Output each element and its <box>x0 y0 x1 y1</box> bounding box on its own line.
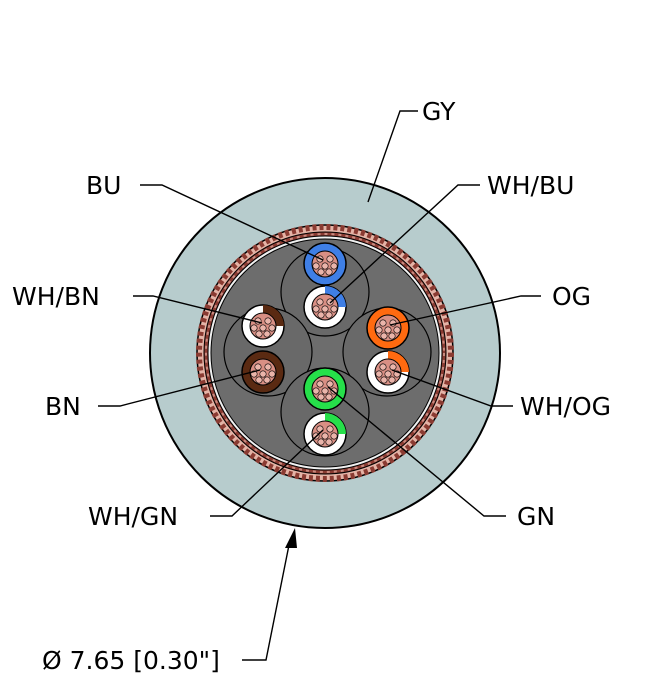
leader-diameter <box>242 539 291 661</box>
leader-bu <box>140 184 324 261</box>
leader-gn <box>327 386 506 517</box>
leader-lines <box>98 110 541 661</box>
label-wh-og: WH/OG <box>520 392 611 421</box>
leader-gy <box>367 110 418 203</box>
conductor-bn <box>241 350 285 394</box>
core-filler <box>210 238 440 468</box>
diameter-arrowhead <box>285 528 297 548</box>
label-diameter: Ø 7.65 [0.30"] <box>42 646 220 675</box>
leader-wh-bu <box>329 184 480 304</box>
conductor-og <box>366 306 410 350</box>
leader-wh-bn <box>133 295 263 324</box>
label-gn: GN <box>517 502 555 531</box>
conductor-bu <box>303 242 347 286</box>
label-bu: BU <box>86 171 121 200</box>
conductor-wh-bu <box>303 285 347 329</box>
label-wh-gn: WH/GN <box>88 502 178 531</box>
conductor-wh-bn <box>241 304 285 348</box>
conductor-wh-gn <box>303 412 347 456</box>
conductor-wh-og <box>366 350 410 394</box>
leader-og <box>389 295 541 326</box>
leader-bn <box>98 369 261 407</box>
leader-wh-og <box>391 369 513 407</box>
label-gy: GY <box>422 97 456 126</box>
conductor-gn <box>303 367 347 411</box>
label-wh-bn: WH/BN <box>12 282 100 311</box>
leader-wh-gn <box>210 429 324 517</box>
label-bn: BN <box>45 392 81 421</box>
label-og: OG <box>552 282 591 311</box>
label-wh-bu: WH/BU <box>487 171 574 200</box>
